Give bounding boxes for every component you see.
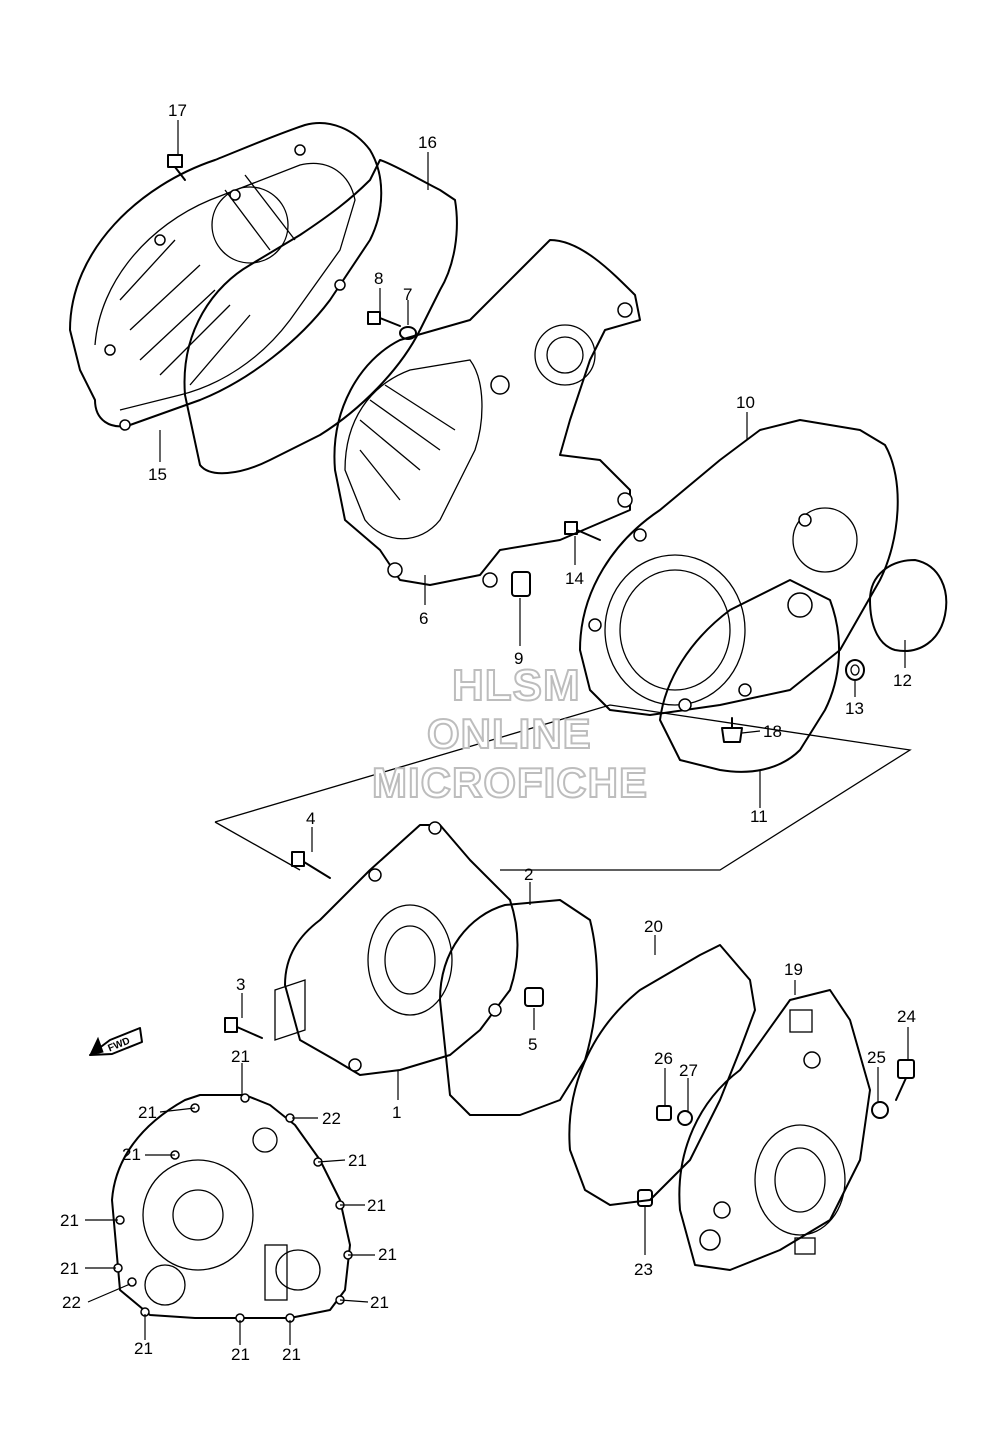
- part-9-dowel: [511, 571, 531, 597]
- part-1-generator-cover: [274, 821, 519, 1076]
- callout-21: 21: [138, 1103, 157, 1122]
- callout-21: 21: [367, 1196, 386, 1215]
- callout-8: 8: [374, 269, 383, 288]
- callout-16: 16: [418, 133, 437, 152]
- callout-21: 21: [60, 1259, 79, 1278]
- part-15-outer-cover: [69, 122, 383, 431]
- leader-lines: [85, 120, 909, 1345]
- callout-21: 21: [378, 1245, 397, 1264]
- callout-25: 25: [867, 1048, 886, 1067]
- part-7-washer: [399, 326, 417, 340]
- callout-3: 3: [236, 975, 245, 994]
- part-23-dowel: [637, 1189, 653, 1207]
- callout-21: 21: [282, 1345, 301, 1364]
- watermark-line-2: ONLINE: [427, 710, 592, 757]
- callout-15: 15: [148, 465, 167, 484]
- callout-22: 22: [62, 1293, 81, 1312]
- callout-20: 20: [644, 917, 663, 936]
- part-27-washer: [677, 1110, 693, 1126]
- callout-21: 21: [231, 1345, 250, 1364]
- callout-17: 17: [168, 101, 187, 120]
- part-26-plug: [656, 1105, 672, 1121]
- watermark-line-1: HLSM: [452, 661, 581, 710]
- callout-19: 19: [784, 960, 803, 979]
- part-20-gasket: [568, 944, 756, 1206]
- part-13-seal: [845, 659, 865, 681]
- callout-14: 14: [565, 569, 584, 588]
- part-25-oring: [871, 1101, 889, 1119]
- callout-21: 21: [231, 1047, 250, 1066]
- callout-21: 21: [122, 1145, 141, 1164]
- watermark: HLSM ONLINE MICROFICHE: [371, 660, 648, 807]
- callout-9: 9: [514, 649, 523, 668]
- callout-2: 2: [524, 865, 533, 884]
- part-12-gasket: [869, 559, 948, 652]
- callout-6: 6: [419, 609, 428, 628]
- part-24-plug: [895, 1059, 915, 1101]
- part-14-bolt: [564, 521, 601, 541]
- watermark-line-3: MICROFICHE: [372, 759, 648, 806]
- part-10-clutch-cover: [579, 419, 899, 716]
- part-2-gasket: [439, 899, 598, 1116]
- callout-21: 21: [134, 1339, 153, 1358]
- callout-7: 7: [403, 285, 412, 304]
- callout-labels: 17 16 15 8 7 6 9 14 10 11 12 13 18 4 2 3…: [60, 101, 916, 1364]
- part-11-gasket: [659, 579, 840, 773]
- part-6-inner-housing: [333, 239, 641, 588]
- forward-direction-arrow: FWD: [89, 1027, 143, 1056]
- callout-21: 21: [348, 1151, 367, 1170]
- assembly-group-box: [214, 704, 912, 871]
- callout-10: 10: [736, 393, 755, 412]
- callout-27: 27: [679, 1061, 698, 1080]
- callout-22: 22: [322, 1109, 341, 1128]
- callout-21: 21: [370, 1293, 389, 1312]
- part-19-starter-cover: [678, 989, 871, 1271]
- part-8-bolt: [367, 311, 401, 327]
- callout-13: 13: [845, 699, 864, 718]
- callout-5: 5: [528, 1035, 537, 1054]
- part-3-bolt: [224, 1017, 263, 1039]
- part-4-bolt: [291, 851, 331, 879]
- callout-1: 1: [392, 1103, 401, 1122]
- callout-23: 23: [634, 1260, 653, 1279]
- part-17-bolt: [167, 154, 186, 181]
- callout-11: 11: [750, 807, 768, 826]
- lower-left-cover: [111, 1093, 353, 1323]
- part-16-gasket: [183, 159, 458, 475]
- callout-21: 21: [60, 1211, 79, 1230]
- part-5-dowel: [524, 987, 544, 1007]
- callout-24: 24: [897, 1007, 916, 1026]
- callout-18: 18: [763, 722, 782, 741]
- callout-4: 4: [306, 809, 315, 828]
- callout-26: 26: [654, 1049, 673, 1068]
- callout-12: 12: [893, 671, 912, 690]
